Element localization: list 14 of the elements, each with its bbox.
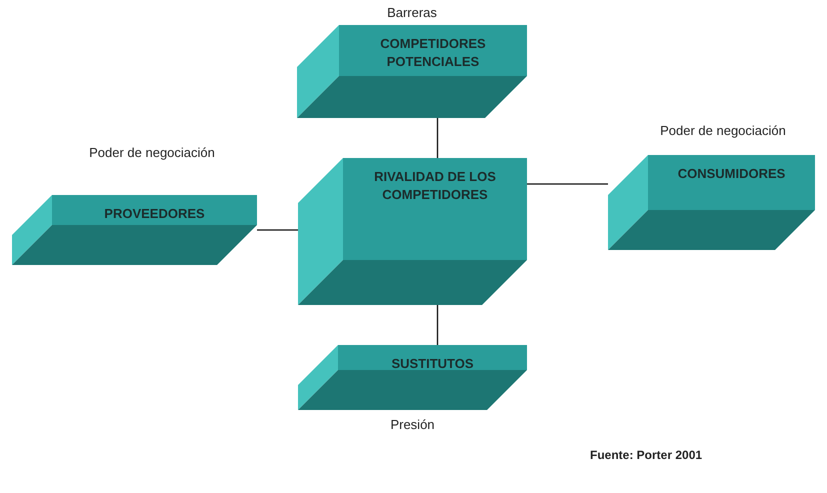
block-label: RIVALIDAD DE LOS COMPETIDORES: [373, 168, 497, 204]
block-label: CONSUMIDORES: [676, 165, 786, 183]
force-note: Poder de negociación: [88, 145, 216, 160]
connector-line: [257, 229, 298, 231]
connector-line: [436, 305, 438, 345]
block-label: PROVEEDORES: [103, 205, 206, 223]
force-note: Presión: [389, 417, 436, 432]
force-note: Barreras: [386, 5, 438, 20]
connector-line: [436, 118, 438, 158]
block-label: COMPETIDORES POTENCIALES: [379, 35, 487, 70]
block-label: SUSTITUTOS: [390, 355, 475, 373]
connector-line: [527, 183, 608, 185]
force-note: Poder de negociación: [659, 123, 787, 138]
source-note: Fuente: Porter 2001: [590, 448, 702, 462]
